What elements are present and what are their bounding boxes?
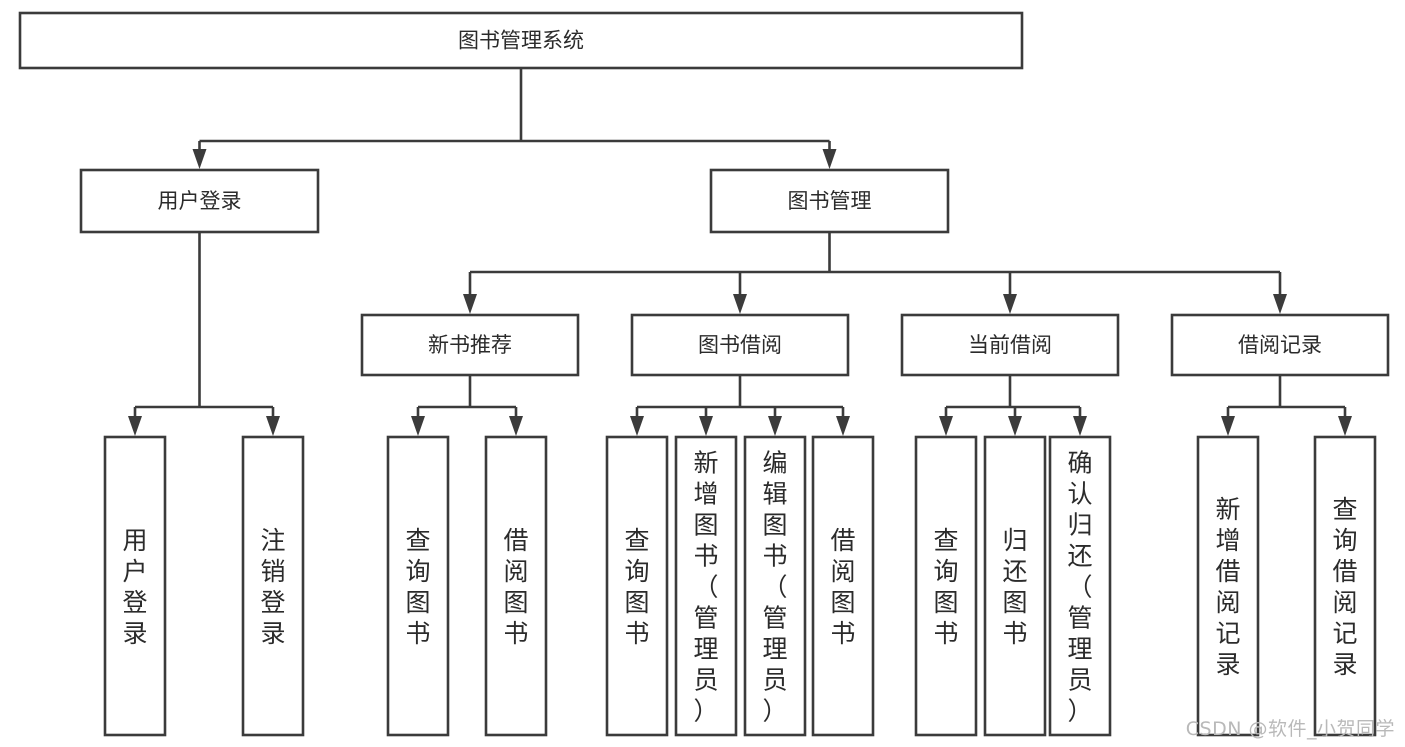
node-leaf-借阅图书[interactable]: 借阅图书 [811, 435, 875, 737]
node-label: 借阅图书 [503, 526, 528, 648]
node-box[interactable] [484, 435, 548, 737]
arrow-head-icon [733, 294, 747, 314]
node-label: 查询图书 [405, 526, 430, 648]
node-label: 新增图书（管理员） [693, 449, 718, 726]
arrow-head-icon [463, 294, 477, 314]
node-box[interactable] [1170, 313, 1390, 377]
node-box[interactable] [1196, 435, 1260, 737]
node-leaf-归还图书[interactable]: 归还图书 [983, 435, 1047, 737]
arrow-head-icon [939, 416, 953, 436]
node-box[interactable] [743, 435, 807, 737]
arrow-head-icon [266, 416, 280, 436]
node-box[interactable] [18, 11, 1024, 70]
node-label: 归还图书 [1002, 526, 1027, 648]
node-box[interactable] [900, 313, 1120, 377]
node-label: 确认归还（管理员） [1067, 449, 1092, 726]
node-label: 当前借阅 [968, 333, 1052, 357]
node-label: 注销登录 [260, 526, 285, 648]
node-root-图书管理系统[interactable]: 图书管理系统 [18, 11, 1024, 70]
node-level2-图书借阅[interactable]: 图书借阅 [630, 313, 850, 377]
node-label: 用户登录 [158, 189, 242, 213]
node-label: 新增借阅记录 [1215, 495, 1240, 679]
node-box[interactable] [241, 435, 305, 737]
arrow-head-icon [822, 149, 837, 169]
node-level1-图书管理[interactable]: 图书管理 [709, 168, 950, 234]
node-box[interactable] [1313, 435, 1377, 737]
arrow-head-icon [699, 416, 713, 436]
node-leaf-查询借阅记录[interactable]: 查询借阅记录 [1313, 435, 1377, 737]
arrow-head-icon [128, 416, 142, 436]
arrow-head-icon [411, 416, 425, 436]
arrow-head-icon [192, 149, 207, 169]
arrow-head-icon [1338, 416, 1352, 436]
node-box[interactable] [1048, 435, 1112, 737]
arrow-head-icon [836, 416, 850, 436]
arrow-head-icon [1221, 416, 1235, 436]
node-box[interactable] [103, 435, 167, 737]
node-level1-用户登录[interactable]: 用户登录 [79, 168, 320, 234]
node-label: 新书推荐 [428, 333, 512, 357]
node-label: 查询图书 [933, 526, 958, 648]
node-label: 图书管理 [788, 189, 872, 213]
node-label: 编辑图书（管理员） [762, 449, 787, 726]
node-box[interactable] [360, 313, 580, 377]
arrow-head-icon [630, 416, 644, 436]
node-box[interactable] [709, 168, 950, 234]
node-leaf-借阅图书[interactable]: 借阅图书 [484, 435, 548, 737]
node-label: 查询借阅记录 [1332, 495, 1357, 679]
node-level2-当前借阅[interactable]: 当前借阅 [900, 313, 1120, 377]
node-leaf-编辑图书（管理员）[interactable]: 编辑图书（管理员） [743, 435, 807, 737]
node-label: 借阅记录 [1238, 333, 1322, 357]
node-box[interactable] [79, 168, 320, 234]
node-box[interactable] [605, 435, 669, 737]
arrow-head-icon [1073, 416, 1087, 436]
arrow-head-icon [1273, 294, 1287, 314]
arrow-head-icon [1008, 416, 1022, 436]
node-box[interactable] [983, 435, 1047, 737]
connector-layer [128, 68, 1352, 436]
node-label: 图书借阅 [698, 333, 782, 357]
node-level2-新书推荐[interactable]: 新书推荐 [360, 313, 580, 377]
node-label: 用户登录 [122, 526, 147, 648]
node-leaf-用户登录[interactable]: 用户登录 [103, 435, 167, 737]
node-leaf-查询图书[interactable]: 查询图书 [605, 435, 669, 737]
node-leaf-新增借阅记录[interactable]: 新增借阅记录 [1196, 435, 1260, 737]
node-label: 查询图书 [624, 526, 649, 648]
node-label: 借阅图书 [830, 526, 855, 648]
arrow-head-icon [509, 416, 523, 436]
node-level2-借阅记录[interactable]: 借阅记录 [1170, 313, 1390, 377]
arrow-head-icon [768, 416, 782, 436]
node-leaf-新增图书（管理员）[interactable]: 新增图书（管理员） [674, 435, 738, 737]
node-leaf-确认归还（管理员）[interactable]: 确认归还（管理员） [1048, 435, 1112, 737]
node-box[interactable] [811, 435, 875, 737]
watermark-text: CSDN @软件_小贺同学 [1185, 718, 1395, 740]
node-layer: 图书管理系统用户登录图书管理新书推荐图书借阅当前借阅借阅记录用户登录注销登录查询… [18, 11, 1390, 737]
arrow-head-icon [1003, 294, 1017, 314]
node-box[interactable] [386, 435, 450, 737]
node-leaf-注销登录[interactable]: 注销登录 [241, 435, 305, 737]
node-box[interactable] [674, 435, 738, 737]
node-box[interactable] [914, 435, 978, 737]
node-leaf-查询图书[interactable]: 查询图书 [386, 435, 450, 737]
node-label: 图书管理系统 [458, 29, 584, 53]
node-leaf-查询图书[interactable]: 查询图书 [914, 435, 978, 737]
node-box[interactable] [630, 313, 850, 377]
